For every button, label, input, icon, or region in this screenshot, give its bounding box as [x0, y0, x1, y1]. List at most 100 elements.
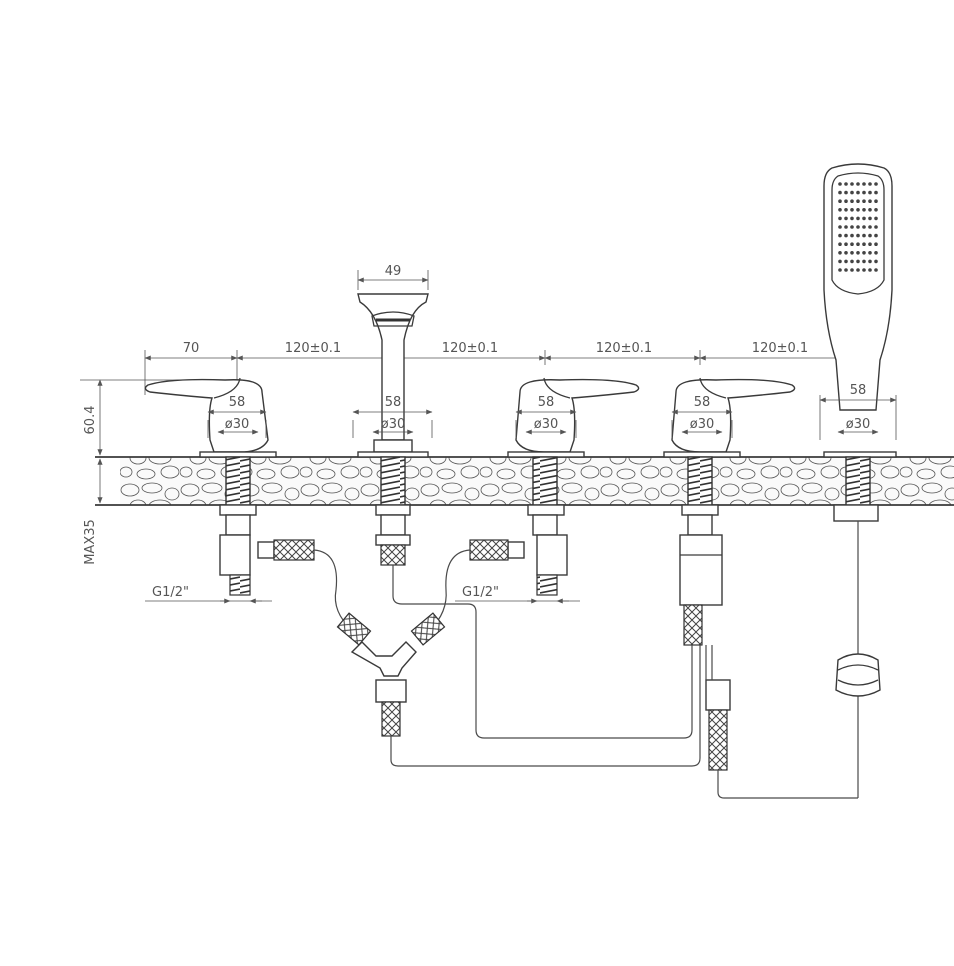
shower-nozzle — [844, 216, 848, 221]
thread-left-label: G1/2" — [152, 585, 189, 600]
shower-nozzle — [862, 233, 866, 238]
shower-nozzle — [856, 190, 860, 195]
shower-nozzle — [850, 242, 854, 246]
shower-nozzle — [874, 190, 878, 195]
shower-nozzle — [868, 259, 872, 264]
thread-dimension-right: G1/2" — [455, 585, 580, 604]
shower-nozzle — [850, 199, 854, 203]
shower-nozzle — [862, 190, 866, 195]
shower-nozzle — [862, 199, 866, 203]
shower-nozzle — [856, 242, 860, 246]
shower-nozzle — [850, 182, 854, 186]
shower-nozzle — [838, 208, 842, 212]
spout-width-label: 49 — [385, 264, 402, 279]
shower-nozzle — [874, 233, 878, 238]
spout-base-diameter-label: ø30 — [381, 417, 406, 432]
shower-nozzle — [838, 182, 842, 186]
shower-nozzle — [838, 251, 842, 255]
shower-nozzle — [874, 182, 878, 186]
shower-nozzle — [868, 216, 872, 221]
handle-2-diameter-label: ø30 — [534, 417, 559, 432]
shower-nozzle — [844, 251, 848, 255]
shower-nozzle — [862, 216, 866, 221]
valve-handle-3: 58 ø30 — [663, 377, 796, 646]
shower-nozzle — [850, 225, 854, 229]
shower-nozzle — [838, 190, 842, 195]
left-offset-label: 70 — [183, 341, 200, 356]
shower-nozzle — [862, 225, 866, 229]
shower-nozzle — [850, 190, 854, 195]
shower-nozzle — [844, 233, 848, 238]
max-deck-dimension: MAX35 — [83, 458, 103, 565]
shower-nozzle — [856, 182, 860, 186]
shower-nozzle — [856, 251, 860, 255]
shower-nozzle — [862, 242, 866, 246]
shower-nozzle — [856, 208, 860, 212]
valve-handle-1: 58 ø30 — [144, 377, 277, 596]
shower-nozzle — [868, 182, 872, 186]
shower-nozzle — [868, 268, 872, 272]
shower-nozzle — [856, 199, 860, 203]
spout-body-width-label: 58 — [385, 395, 402, 410]
height-label: 60.4 — [83, 406, 98, 435]
deck-section — [95, 456, 954, 506]
shower-nozzle — [862, 251, 866, 255]
hoses — [257, 539, 858, 799]
shower-nozzle — [850, 268, 854, 272]
spacing-2-label: 120±0.1 — [442, 341, 498, 356]
shower-nozzle — [868, 251, 872, 255]
shower-nozzle — [874, 259, 878, 264]
shower-nozzle — [838, 199, 842, 203]
shower-nozzle — [850, 233, 854, 238]
thread-dimension-left: G1/2" — [145, 585, 272, 604]
shower-width-label: 58 — [850, 383, 867, 398]
shower-nozzle — [850, 208, 854, 212]
shower-nozzle — [844, 242, 848, 246]
shower-nozzle — [838, 242, 842, 246]
shower-nozzle — [874, 242, 878, 246]
shower-nozzle — [838, 225, 842, 229]
handle-1-diameter-label: ø30 — [225, 417, 250, 432]
shower-nozzle — [874, 268, 878, 272]
handle-3-width-label: 58 — [694, 395, 711, 410]
shower-nozzle — [838, 268, 842, 272]
shower-nozzle — [862, 259, 866, 264]
shower-nozzle — [868, 233, 872, 238]
shower-nozzle — [874, 251, 878, 255]
shower-nozzle — [868, 190, 872, 195]
valve-handle-2: 58 ø30 — [507, 377, 640, 596]
shower-nozzle — [838, 259, 842, 264]
shower-nozzle — [850, 259, 854, 264]
handle-1-width-label: 58 — [229, 395, 246, 410]
shower-nozzle — [868, 208, 872, 212]
shower-nozzle — [862, 182, 866, 186]
shower-nozzle — [856, 268, 860, 272]
shower-nozzle — [844, 225, 848, 229]
shower-nozzle — [838, 216, 842, 221]
shower-nozzle — [844, 182, 848, 186]
shower-nozzle — [844, 268, 848, 272]
shower-nozzle — [856, 259, 860, 264]
spout: 49 58 ø30 — [352, 264, 433, 566]
spacing-4-label: 120±0.1 — [752, 341, 808, 356]
shower-nozzle — [850, 251, 854, 255]
handle-2-width-label: 58 — [538, 395, 555, 410]
shower-nozzle — [874, 225, 878, 229]
shower-nozzle — [868, 199, 872, 203]
handle-3-diameter-label: ø30 — [690, 417, 715, 432]
shower-nozzle — [856, 233, 860, 238]
shower-nozzle-grid — [838, 182, 878, 272]
height-dimension: 60.4 — [80, 379, 205, 456]
spacing-3-label: 120±0.1 — [596, 341, 652, 356]
shower-nozzle — [874, 199, 878, 203]
shower-nozzle — [844, 199, 848, 203]
shower-nozzle — [862, 208, 866, 212]
max-deck-label: MAX35 — [83, 519, 98, 565]
shower-nozzle — [868, 242, 872, 246]
shower-diameter-label: ø30 — [846, 417, 871, 432]
hand-shower: 58 ø30 — [819, 163, 897, 798]
shower-nozzle — [844, 208, 848, 212]
thread-right-label: G1/2" — [462, 585, 499, 600]
shower-nozzle — [874, 208, 878, 212]
